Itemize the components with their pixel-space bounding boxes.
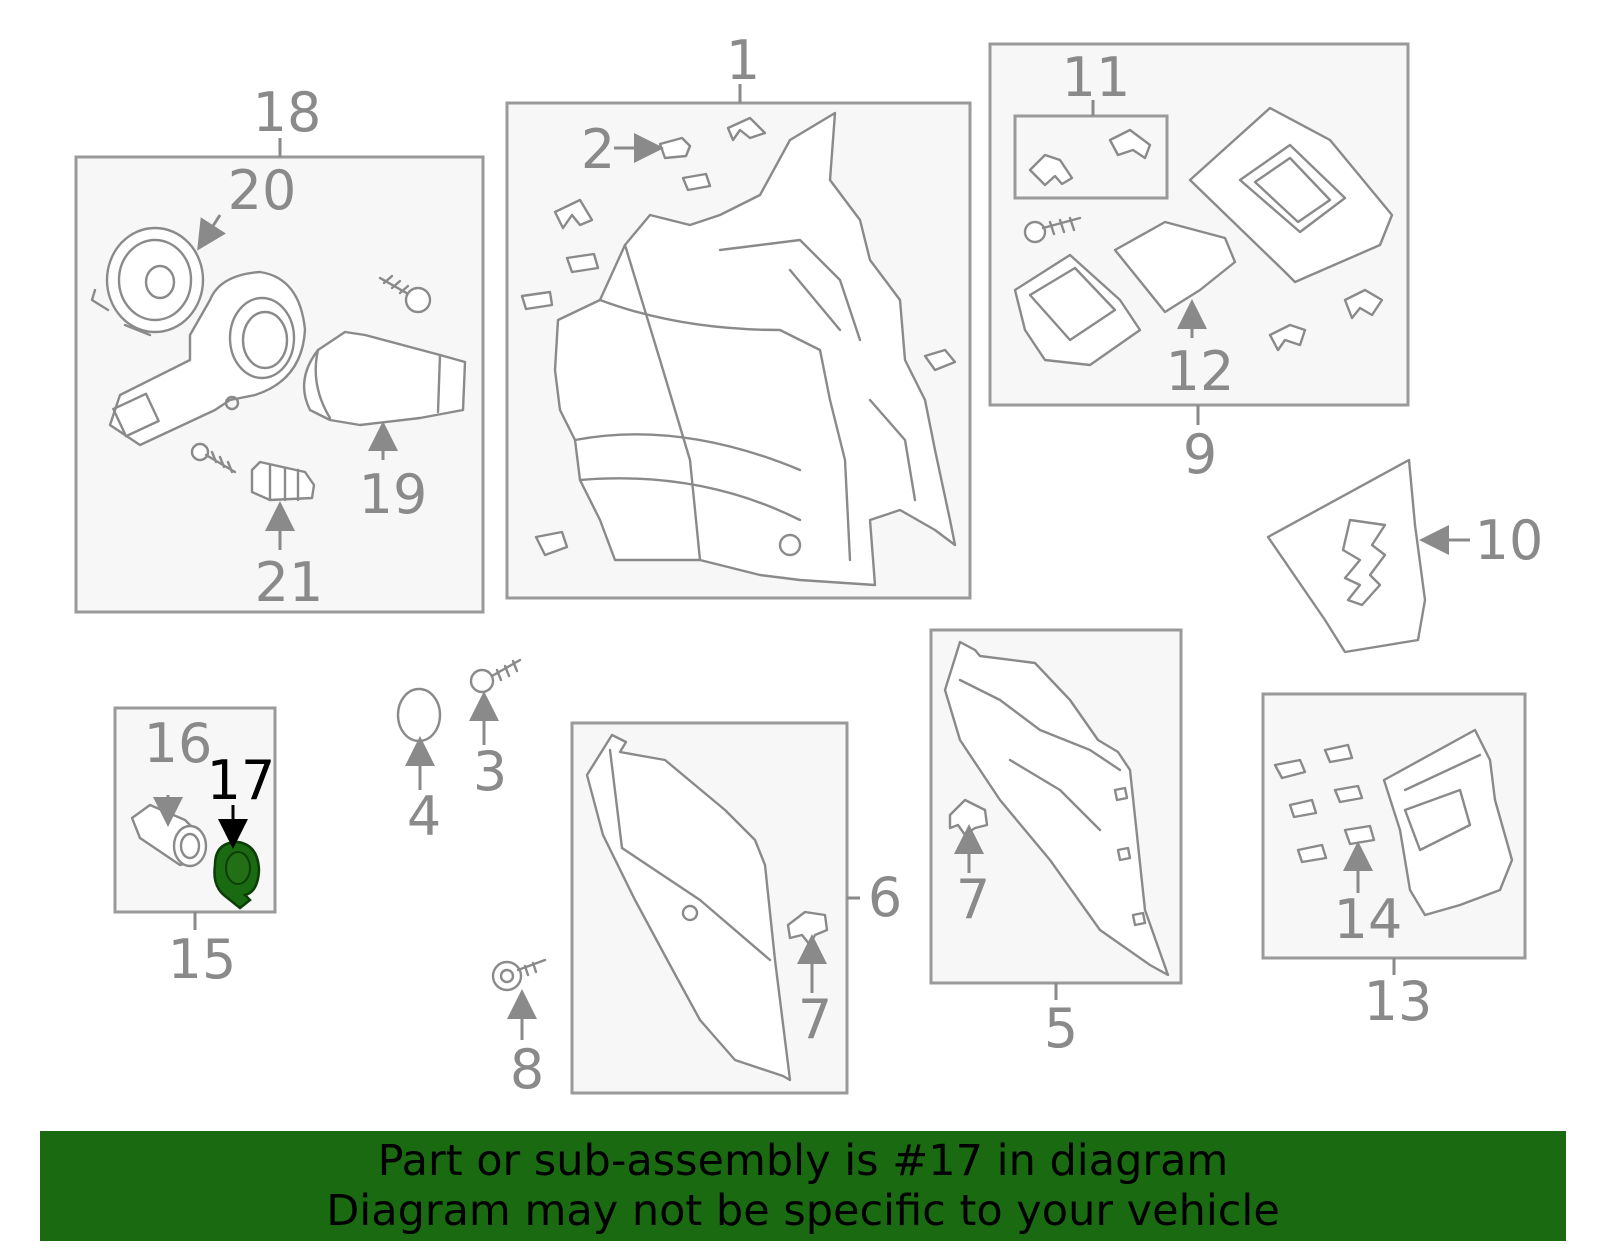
screw-icon[interactable]: [378, 274, 432, 314]
callout-16: 16: [144, 712, 213, 775]
callout-3: 3: [473, 740, 507, 803]
ring-part-4[interactable]: [396, 687, 442, 743]
blower-fan-part-20[interactable]: [90, 226, 205, 337]
callout-19: 19: [359, 463, 428, 526]
bolt-icon[interactable]: [1023, 216, 1082, 244]
group-13-panel: 14 13: [1261, 692, 1527, 1033]
callout-13: 13: [1364, 970, 1433, 1033]
callout-21: 21: [255, 551, 324, 614]
callout-9: 9: [1183, 423, 1217, 486]
group-18-blower: 18 20 19 21: [74, 81, 485, 614]
callout-12: 12: [1166, 340, 1235, 403]
group-5-side-trim: 7 5: [929, 628, 1183, 1060]
banner-line-2: Diagram may not be specific to your vehi…: [326, 1186, 1280, 1236]
side-trim-part-5[interactable]: [943, 640, 1170, 977]
group-6-lower-trim: 6 7: [570, 721, 902, 1095]
callout-2: 2: [581, 118, 615, 181]
callout-8: 8: [510, 1038, 544, 1101]
air-duct-part-19[interactable]: [302, 330, 467, 427]
callout-7b: 7: [798, 988, 832, 1051]
callout-10: 10: [1475, 509, 1544, 572]
console-trim-icon[interactable]: [1188, 106, 1394, 284]
callout-20: 20: [228, 159, 297, 222]
group-1-quarter-panel: 1 2: [505, 29, 972, 600]
callout-18: 18: [253, 81, 322, 144]
push-clip-part-8[interactable]: [491, 958, 547, 992]
shift-bezel-part-10[interactable]: [1266, 458, 1427, 654]
clip-icon-group-14[interactable]: [1273, 743, 1376, 864]
callout-14: 14: [1334, 888, 1403, 951]
quarter-trim-panel-part-1[interactable]: [553, 111, 957, 587]
callout-7a: 7: [956, 868, 990, 931]
lower-trim-panel-part-6[interactable]: [585, 733, 792, 1082]
callout-11: 11: [1062, 46, 1131, 109]
callout-1: 1: [726, 29, 760, 92]
module-icon[interactable]: [1013, 253, 1142, 367]
socket-part-16[interactable]: [130, 803, 208, 868]
clip-icon-pair-11[interactable]: [1028, 128, 1152, 187]
bolt-icon[interactable]: [190, 442, 237, 474]
storage-panel-icon[interactable]: [1382, 728, 1514, 917]
connector-part-21[interactable]: [250, 460, 316, 502]
callout-6: 6: [868, 866, 902, 929]
banner-line-1: Part or sub-assembly is #17 in diagram: [377, 1136, 1229, 1186]
panel-part-12[interactable]: [1113, 220, 1237, 314]
blower-housing[interactable]: [108, 270, 307, 447]
group-9-console: 11 12 9: [988, 42, 1410, 486]
callout-5: 5: [1044, 997, 1078, 1060]
info-banner: Part or sub-assembly is #17 in diagram D…: [40, 1131, 1566, 1241]
clip-icon-group[interactable]: [520, 116, 957, 557]
group-15-power-outlet: 16 17 15: [113, 706, 277, 991]
callout-4: 4: [407, 785, 441, 848]
callout-15: 15: [168, 928, 237, 991]
screw-part-3[interactable]: [469, 658, 522, 694]
callout-17: 17: [207, 749, 276, 812]
cap-part-17-highlighted[interactable]: [213, 840, 261, 910]
